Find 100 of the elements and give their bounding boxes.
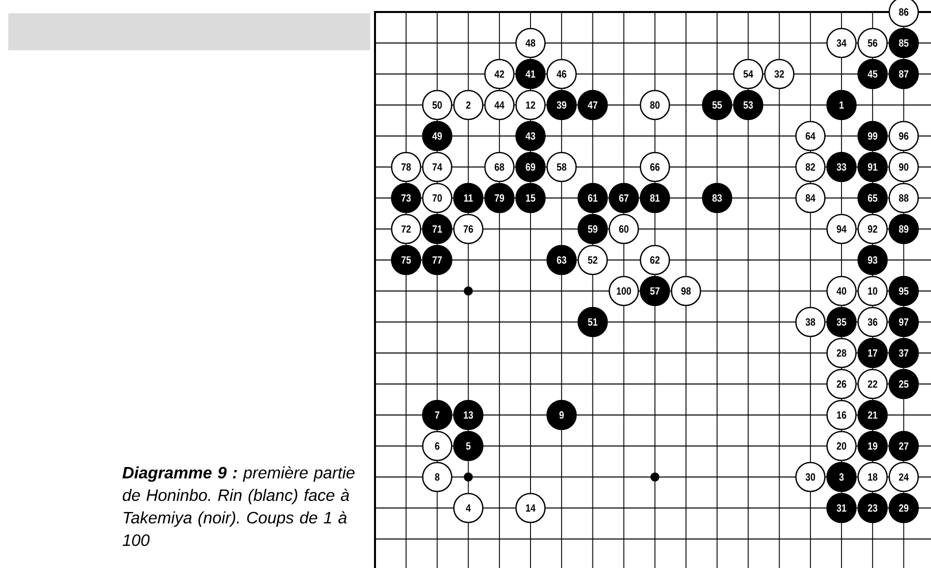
node-label: 24 bbox=[899, 473, 909, 481]
go-stone: 73 bbox=[390, 182, 422, 214]
go-stone: 70 bbox=[422, 182, 452, 214]
go-stone: 63 bbox=[546, 244, 577, 276]
go-stone: 86 bbox=[888, 0, 919, 28]
go-stone: 92 bbox=[857, 214, 888, 244]
go-stone: 69 bbox=[515, 152, 546, 182]
go-stone: 31 bbox=[826, 492, 857, 524]
go-stone: 35 bbox=[826, 306, 857, 338]
go-stone: 45 bbox=[857, 58, 888, 90]
go-stone: 65 bbox=[857, 182, 888, 214]
go-stone: 6 bbox=[422, 430, 452, 462]
go-stone: 83 bbox=[702, 182, 732, 214]
go-stone: 5 bbox=[453, 430, 484, 462]
go-stone: 3 bbox=[826, 462, 857, 492]
go-stone: 54 bbox=[733, 58, 764, 90]
go-stone: 88 bbox=[888, 182, 919, 214]
go-stone: 22 bbox=[857, 368, 888, 400]
go-stone: 100 bbox=[608, 276, 639, 306]
go-stone: 42 bbox=[484, 58, 515, 90]
go-stone: 58 bbox=[546, 152, 577, 182]
go-stone: 23 bbox=[857, 492, 888, 524]
go-stone: 90 bbox=[888, 152, 919, 182]
shaded-band bbox=[8, 13, 370, 50]
go-stone: 12 bbox=[515, 90, 546, 120]
go-stone: 9 bbox=[546, 400, 577, 430]
go-stone: 17 bbox=[857, 338, 888, 368]
go-stone: 76 bbox=[453, 214, 484, 244]
go-stone: 82 bbox=[795, 152, 826, 182]
node-label: 96 bbox=[899, 132, 908, 140]
go-stone: 8 bbox=[422, 462, 452, 492]
go-stone: 40 bbox=[826, 276, 857, 306]
go-stone: 7 bbox=[422, 400, 452, 430]
go-stone: 18 bbox=[857, 462, 888, 492]
go-stone: 46 bbox=[546, 58, 577, 90]
go-stone: 11 bbox=[453, 182, 484, 214]
go-stone: 59 bbox=[578, 214, 608, 244]
go-stone: 74 bbox=[422, 152, 452, 182]
go-stone: 79 bbox=[484, 182, 515, 214]
go-stone: 14 bbox=[515, 492, 546, 524]
go-stone: 49 bbox=[422, 120, 452, 152]
go-stone: 55 bbox=[702, 90, 732, 120]
go-stone: 24 bbox=[888, 462, 919, 492]
go-stone: 95 bbox=[888, 276, 919, 306]
go-stone: 77 bbox=[422, 244, 452, 276]
go-stone: 21 bbox=[857, 400, 888, 430]
go-stone: 34 bbox=[826, 28, 857, 58]
go-stone: 50 bbox=[422, 90, 452, 120]
go-stone: 2 bbox=[453, 90, 484, 120]
go-stone: 47 bbox=[578, 90, 608, 120]
go-stone: 41 bbox=[515, 58, 546, 90]
node-label: 88 bbox=[898, 194, 908, 202]
go-stone: 89 bbox=[888, 214, 919, 244]
go-stone: 32 bbox=[764, 58, 794, 90]
go-stone: 98 bbox=[670, 276, 702, 306]
go-stone: 27 bbox=[888, 430, 919, 462]
go-stone: 80 bbox=[640, 90, 670, 120]
go-stone: 16 bbox=[826, 400, 857, 430]
go-stone: 30 bbox=[795, 462, 826, 492]
go-stone: 84 bbox=[795, 182, 826, 214]
go-stone: 48 bbox=[515, 28, 546, 58]
go-stone: 20 bbox=[826, 430, 857, 462]
go-stone: 91 bbox=[857, 152, 888, 182]
go-stone: 43 bbox=[515, 120, 546, 152]
node-label: 90 bbox=[899, 163, 908, 171]
go-stone: 38 bbox=[795, 306, 826, 338]
go-stone: 13 bbox=[453, 400, 484, 430]
go-stone: 68 bbox=[484, 152, 515, 182]
go-stone: 66 bbox=[640, 152, 670, 182]
go-stone: 29 bbox=[888, 492, 919, 524]
go-stone: 72 bbox=[390, 214, 422, 244]
node-label: 86 bbox=[898, 8, 908, 16]
go-stone: 93 bbox=[857, 244, 888, 276]
go-stone: 75 bbox=[390, 244, 422, 276]
go-stone: 15 bbox=[515, 182, 546, 214]
go-stone: 99 bbox=[857, 120, 888, 152]
go-stone: 56 bbox=[857, 28, 888, 58]
go-stone: 81 bbox=[640, 182, 670, 214]
go-stone: 61 bbox=[578, 182, 608, 214]
go-stone: 97 bbox=[888, 306, 919, 338]
go-stone: 25 bbox=[888, 368, 919, 400]
go-stone: 28 bbox=[826, 338, 857, 368]
go-stone: 44 bbox=[484, 90, 515, 120]
go-stone: 64 bbox=[795, 120, 826, 152]
go-stone: 87 bbox=[888, 58, 919, 90]
go-stone: 57 bbox=[640, 276, 670, 306]
go-stone: 1 bbox=[826, 90, 857, 120]
go-stone: 67 bbox=[608, 182, 639, 214]
go-stone: 37 bbox=[888, 338, 919, 368]
go-stone: 78 bbox=[390, 152, 422, 182]
go-stone: 4 bbox=[453, 492, 484, 524]
go-stone: 60 bbox=[608, 214, 639, 244]
caption: Diagramme 9 : première partie de Honinbo. Rin (blanc) face à Takemiya (noir). Coups de 1 à 100 bbox=[122, 466, 354, 546]
go-stone: 52 bbox=[578, 244, 608, 276]
go-stone: 62 bbox=[640, 244, 670, 276]
go-stone: 36 bbox=[857, 306, 888, 338]
go-stone: 19 bbox=[857, 430, 888, 462]
go-stone: 85 bbox=[888, 28, 919, 58]
go-stone: 26 bbox=[826, 368, 857, 400]
go-stone: 94 bbox=[826, 214, 857, 244]
